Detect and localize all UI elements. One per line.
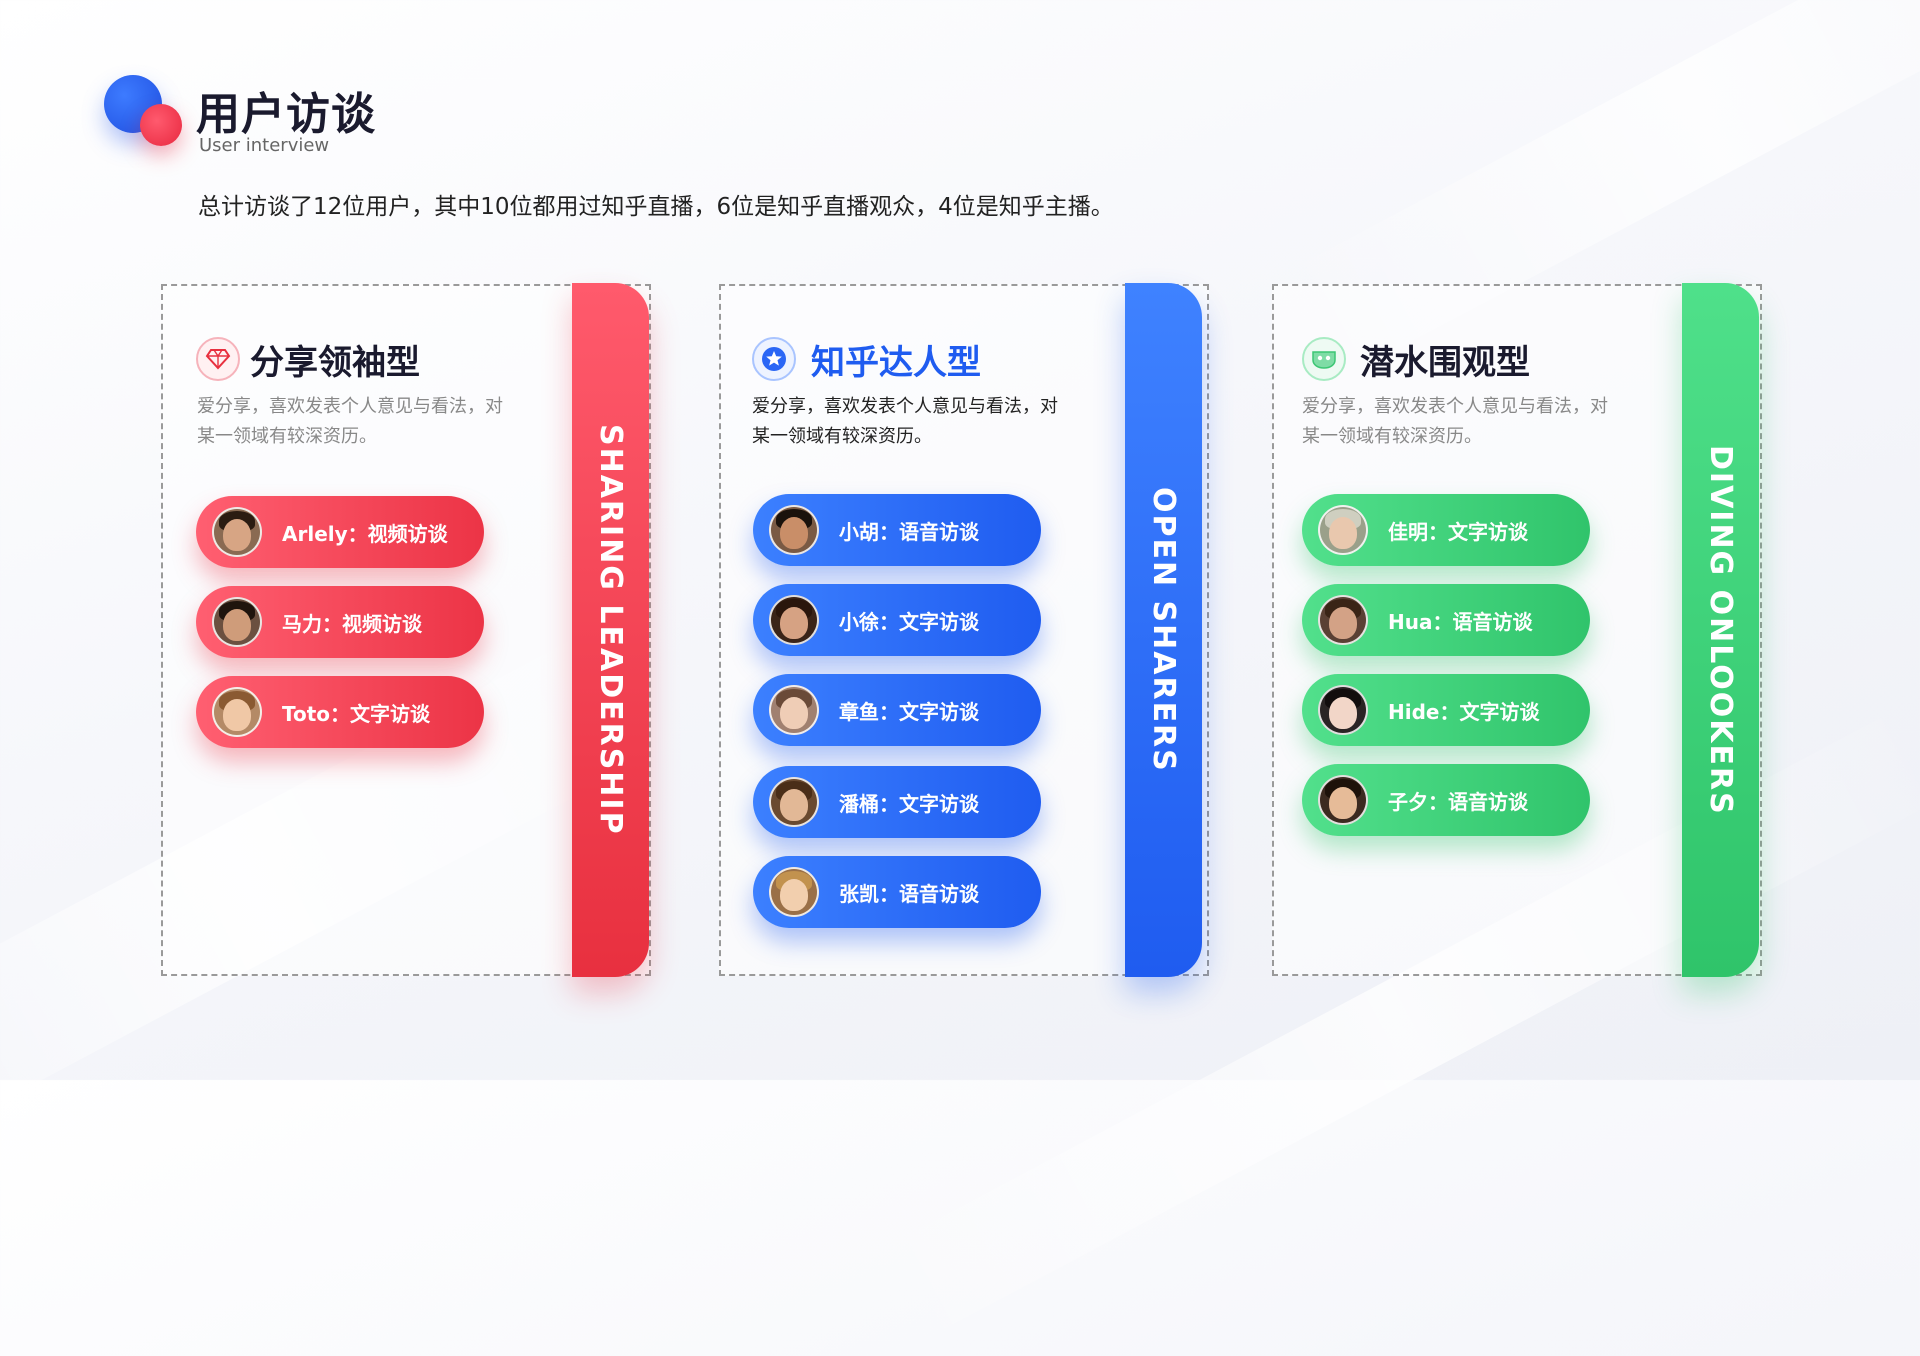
vertical-bar-sharing-leadership: SHARING LEADERSHIP [572,283,649,977]
user-pill[interactable]: 马力：视频访谈 [196,586,484,658]
description-line: 某一领域有较深资历。 [752,426,932,447]
user-pill[interactable]: Hua：语音访谈 [1302,584,1590,656]
vertical-bar-diving-onlookers: DIVING ONLOOKERS [1682,283,1759,977]
user-pill[interactable]: 子夕：语音访谈 [1302,764,1590,836]
user-pill[interactable]: 章鱼：文字访谈 [753,674,1041,746]
category-description: 爱分享，喜欢发表个人意见与看法，对 某一领域有较深资历。 [197,392,547,452]
user-pill[interactable]: 小胡：语音访谈 [753,494,1041,566]
avatar [212,507,262,557]
user-label: 马力：视频访谈 [282,611,422,636]
description-line: 爱分享，喜欢发表个人意见与看法，对 [1302,396,1608,417]
description-line: 某一领域有较深资历。 [197,426,377,447]
user-pill[interactable]: 佳明：文字访谈 [1302,494,1590,566]
user-pill[interactable]: 小徐：文字访谈 [753,584,1041,656]
vertical-label: DIVING ONLOOKERS [1703,444,1738,816]
user-pill[interactable]: 潘桶：文字访谈 [753,766,1041,838]
mask-icon [1302,337,1346,381]
user-label: 子夕：语音访谈 [1388,789,1528,814]
category-title: 知乎达人型 [811,343,981,383]
description-line: 爱分享，喜欢发表个人意见与看法，对 [752,396,1058,417]
user-pill[interactable]: 张凯：语音访谈 [753,856,1041,928]
star-icon [752,337,796,381]
avatar [1318,505,1368,555]
avatar [212,687,262,737]
user-pill[interactable]: Arlely：视频访谈 [196,496,484,568]
avatar [769,777,819,827]
avatar [769,867,819,917]
vertical-label: SHARING LEADERSHIP [593,424,628,836]
user-label: Toto：文字访谈 [282,701,431,726]
description-line: 某一领域有较深资历。 [1302,426,1482,447]
user-label: Hide：文字访谈 [1388,699,1540,724]
vertical-label: OPEN SHARERS [1146,487,1181,773]
avatar [769,505,819,555]
user-pill[interactable]: Hide：文字访谈 [1302,674,1590,746]
category-title: 分享领袖型 [250,343,420,383]
avatar [1318,685,1368,735]
category-description: 爱分享，喜欢发表个人意见与看法，对 某一领域有较深资历。 [752,392,1102,452]
avatar [1318,595,1368,645]
avatar [769,685,819,735]
avatar [1318,775,1368,825]
user-label: 佳明：文字访谈 [1388,519,1528,544]
vertical-bar-open-sharers: OPEN SHARERS [1125,283,1202,977]
description-line: 爱分享，喜欢发表个人意见与看法，对 [197,396,503,417]
page-subtitle: User interview [199,135,330,156]
category-title: 潜水围观型 [1360,343,1530,383]
user-pill[interactable]: Toto：文字访谈 [196,676,484,748]
user-label: 小徐：文字访谈 [839,609,979,634]
avatar [769,595,819,645]
page-title: 用户访谈 [196,89,376,140]
logo-red-circle [140,104,182,146]
user-label: 小胡：语音访谈 [839,519,979,544]
diamond-icon [196,337,240,381]
user-label: 章鱼：文字访谈 [839,699,979,724]
summary-text: 总计访谈了12位用户，其中10位都用过知乎直播，6位是知乎直播观众，4位是知乎主… [198,194,1114,220]
user-label: 张凯：语音访谈 [839,881,979,906]
avatar [212,597,262,647]
user-label: Arlely：视频访谈 [282,521,448,546]
category-description: 爱分享，喜欢发表个人意见与看法，对 某一领域有较深资历。 [1302,392,1652,452]
user-label: 潘桶：文字访谈 [839,791,979,816]
user-label: Hua：语音访谈 [1388,609,1533,634]
